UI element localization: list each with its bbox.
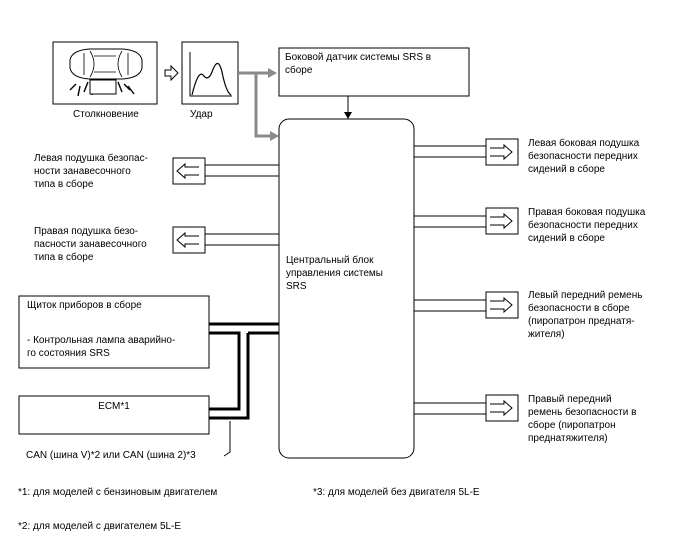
meter-lamp-label: - Контрольная лампа аварийно- го состоян…: [27, 335, 176, 359]
right-curtain-connector: [172, 226, 279, 254]
left-curtain-connector: [172, 157, 279, 185]
can-bus-label: CAN (шина V)*2 или CAN (шина 2)*3: [26, 450, 196, 461]
collision-image: [52, 41, 158, 105]
ecu-box: [278, 118, 415, 459]
can-bus-wires: [209, 322, 279, 420]
ecm-label: ECM*1: [98, 401, 130, 412]
ecm-box: [18, 395, 210, 435]
impact-label: Удар: [190, 109, 213, 120]
right-side-airbag-connector: [414, 207, 519, 235]
left-pretensioner-connector: [414, 291, 519, 319]
left-side-airbag-connector: [414, 138, 519, 166]
right-curtain-label: Правая подушка безо- пасности занавесочн…: [34, 226, 147, 263]
left-side-airbag-label: Левая боковая подушка безопасности перед…: [528, 138, 640, 175]
left-curtain-label: Левая подушка безопас- ности занавесочно…: [34, 153, 148, 190]
right-pretensioner-connector: [414, 394, 519, 422]
right-pretensioner-label: Правый передний ремень безопасности в сб…: [528, 394, 637, 444]
impact-waveform: [181, 41, 239, 105]
impact-signal-arrows: [238, 68, 279, 141]
footnote-3: *3: для моделей без двигателя 5L-E: [313, 487, 480, 498]
collision-label: Столкновение: [73, 109, 139, 120]
meter-title: Щиток приборов в сборе: [27, 300, 142, 311]
footnote-1: *1: для моделей с бензиновым двигателем: [18, 487, 218, 498]
right-side-airbag-label: Правая боковая подушка безопасности пере…: [528, 207, 646, 244]
left-pretensioner-label: Левый передний ремень безопасности в сбо…: [528, 290, 643, 340]
ecu-label: Центральный блок управления системы SRS: [286, 255, 383, 292]
side-sensor-label: Боковой датчик системы SRS в сборе: [285, 52, 432, 76]
can-bus-leader: [223, 421, 231, 457]
hollow-arrow-icon: [164, 64, 179, 82]
footnote-2: *2: для моделей с двигателем 5L-E: [18, 521, 182, 532]
side-sensor-box: [278, 47, 470, 97]
meter-box: [18, 295, 210, 369]
